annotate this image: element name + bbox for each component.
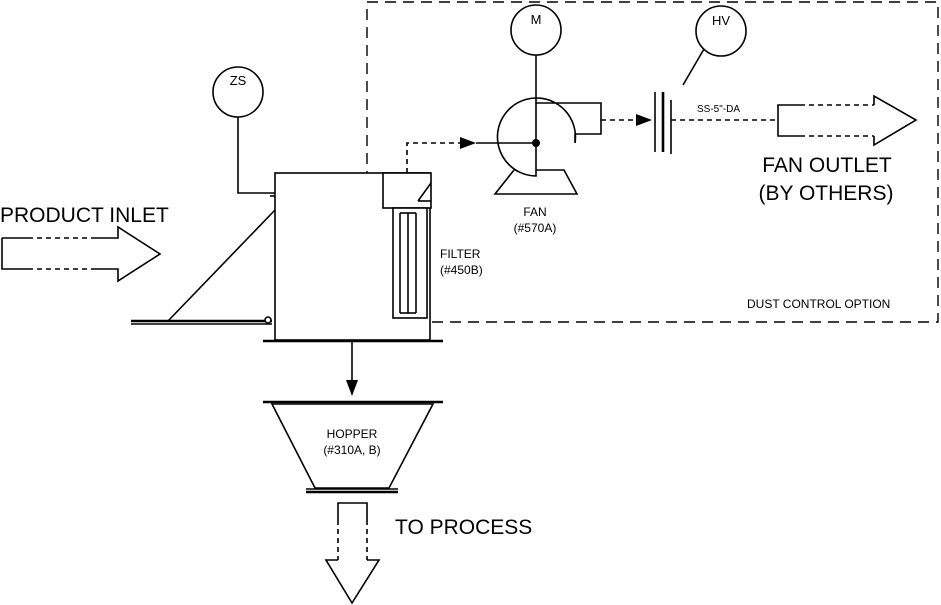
filter-label-line2: (#450B) (440, 263, 483, 277)
hopper-symbol (263, 400, 443, 494)
hand-valve-symbol (654, 92, 672, 154)
zs-instrument-leader (237, 117, 275, 194)
dust-control-label: DUST CONTROL OPTION (747, 297, 890, 311)
hv-instrument-bubble (695, 5, 747, 57)
filter-element (382, 172, 432, 319)
filter-label-line1: FILTER (440, 247, 481, 261)
zs-instrument-label: ZS (230, 73, 247, 88)
suction-arrowhead (460, 137, 476, 149)
vessel-discharge-arrowhead (346, 380, 358, 396)
to-process-arrow (324, 502, 381, 605)
fan-outlet-label-line1: FAN OUTLET (762, 154, 892, 177)
fan-label-line2: (#570A) (514, 221, 557, 235)
fan-outlet-label-line2: (BY OTHERS) (759, 182, 894, 205)
hopper-label-line2: (#310A, B) (323, 443, 380, 457)
motor-label: M (531, 12, 542, 27)
pipe-spec-label: SS-5"-DA (697, 104, 740, 115)
dust-control-boundary (366, 1, 939, 323)
to-process-label: TO PROCESS (395, 516, 532, 539)
inlet-conveyor (131, 195, 276, 325)
hv-leader (682, 48, 705, 86)
hv-instrument-label: HV (712, 13, 730, 28)
discharge-arrowhead (636, 114, 652, 126)
hopper-label-line1: HOPPER (327, 427, 378, 441)
product-inlet-label: PRODUCT INLET (0, 204, 169, 227)
product-inlet-arrow (1, 225, 162, 283)
fan-outlet-arrow (777, 94, 918, 147)
fan-label-line1: FAN (523, 205, 546, 219)
fan-symbol (493, 97, 602, 195)
suction-line (406, 142, 462, 173)
